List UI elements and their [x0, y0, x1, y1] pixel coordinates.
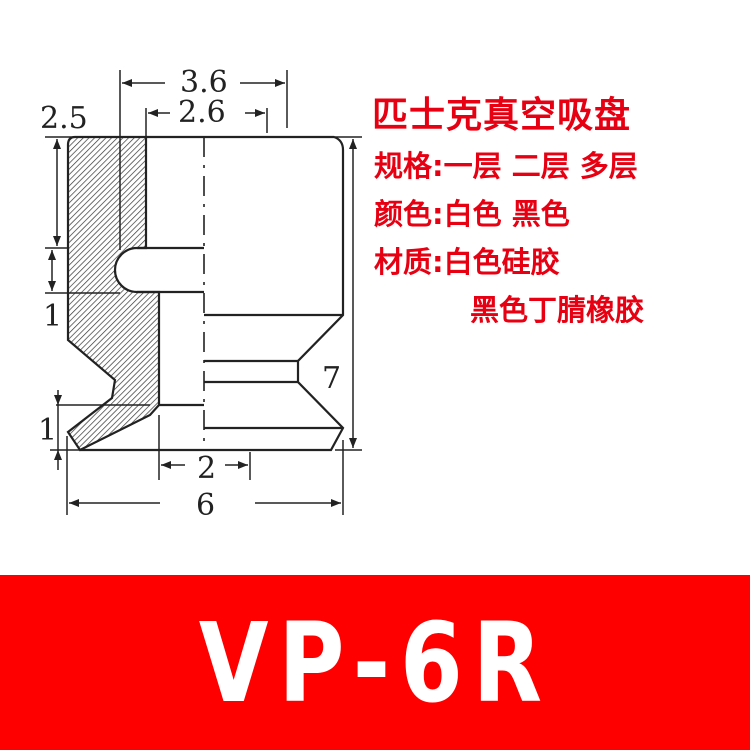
- spec-material: 材质:白色硅胶: [374, 245, 560, 279]
- spec-color: 颜色:白色 黑色: [374, 197, 570, 231]
- suction-cup-technical-drawing: 3.6 2.6 2.5 1 1 2 6 7: [38, 65, 362, 523]
- spec-size: 规格:一层 二层 多层: [374, 149, 638, 183]
- dim-height: 7: [322, 361, 341, 396]
- dim-bottom-overall: 6: [196, 488, 215, 523]
- dim-left-mid: 1: [43, 299, 62, 334]
- dim-left-bottom: 1: [38, 413, 57, 448]
- dim-bottom-inner: 2: [197, 451, 216, 486]
- model-banner: VP-6R: [0, 575, 750, 750]
- dim-top-inner: 2.6: [178, 95, 226, 130]
- model-number: VP-6R: [198, 598, 552, 727]
- dim-top-outer: 3.6: [180, 65, 228, 100]
- product-title: 匹士克真空吸盘: [372, 95, 632, 136]
- dim-left-top: 2.5: [40, 101, 88, 136]
- spec-material-alt: 黑色丁腈橡胶: [470, 293, 645, 327]
